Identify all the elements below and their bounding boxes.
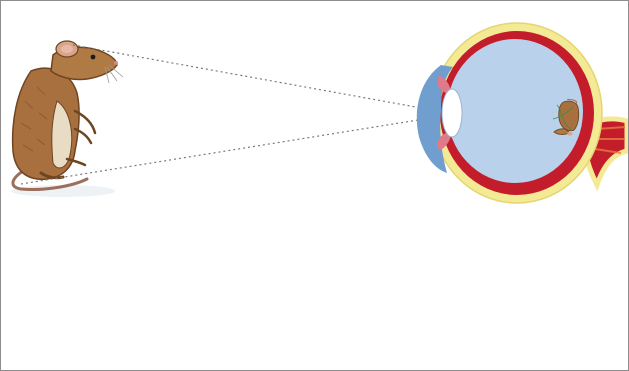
mouse-nose [114, 61, 118, 65]
eye-illustration [417, 23, 627, 203]
mouse-illustration [11, 41, 123, 197]
sight-line-top-incoming [73, 45, 449, 113]
sight-line-bottom-incoming [21, 115, 449, 184]
mouse-eye [91, 55, 96, 60]
mouse-inner-ear [61, 45, 73, 53]
lens [442, 89, 462, 137]
